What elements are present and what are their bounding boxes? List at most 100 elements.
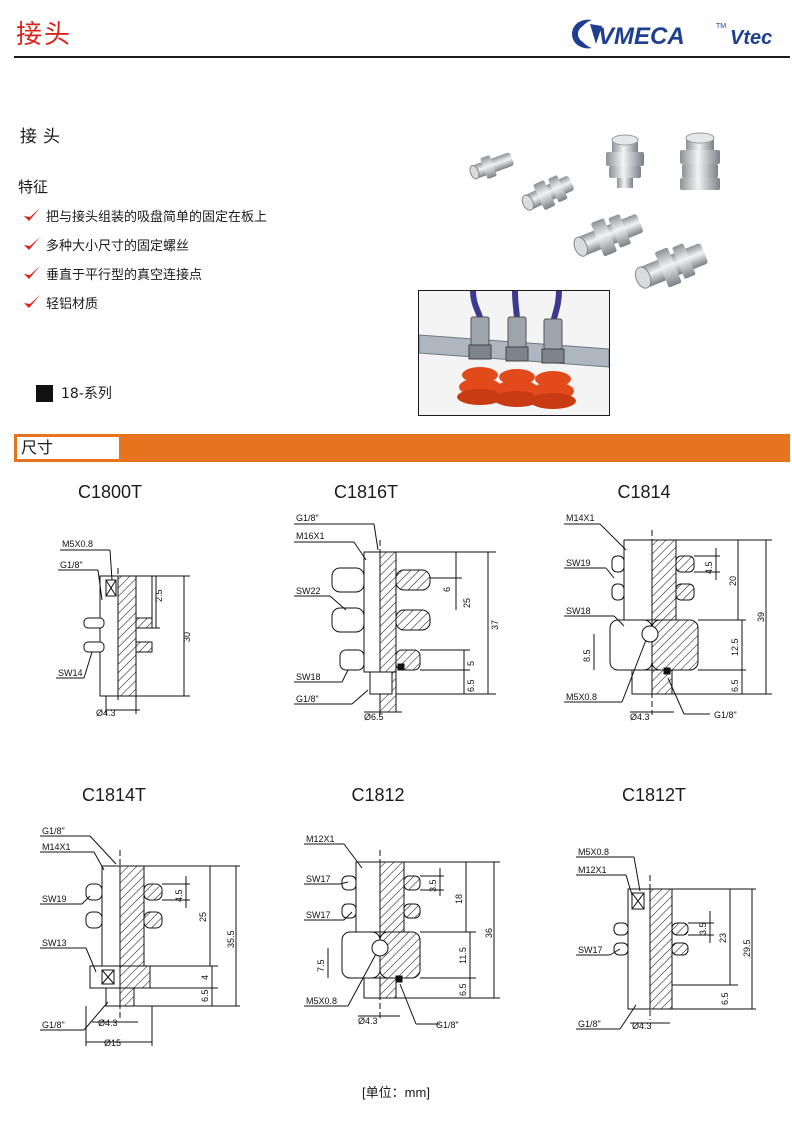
callout-label: G1/8" <box>60 560 83 570</box>
dimension-label: 12.5 <box>730 638 740 656</box>
dimension-label: 6.5 <box>720 992 730 1005</box>
callout-label: M12X1 <box>578 865 607 875</box>
fitting-upright-1 <box>606 134 644 188</box>
product-heading: 接头 <box>20 127 66 147</box>
list-item: 多种大小尺寸的固定螺丝 <box>22 235 267 264</box>
callout-label: G1/8" <box>578 1019 601 1029</box>
application-photo <box>418 290 610 416</box>
dimension-label: 35.5 <box>226 930 236 948</box>
vacuum-unit <box>494 291 540 407</box>
dimension-label: 18 <box>454 894 464 904</box>
diameter-label: Ø4.3 <box>96 708 116 718</box>
callout-label: M5X0.8 <box>578 847 609 857</box>
callout-label: G1/8" <box>42 1020 65 1030</box>
dimension-label: 36 <box>484 928 494 938</box>
model-title-c1812: C1812 <box>351 785 405 805</box>
page-title: 接头 <box>16 20 73 50</box>
drawing-c1800t: M5X0.8 G1/8" SW14 2.5 30 Ø4.3 <box>56 539 192 718</box>
logo-main-text: VMECA <box>598 23 685 50</box>
dimension-label: 25 <box>462 598 472 608</box>
callout-label: SW17 <box>306 874 331 884</box>
callout-label: M16X1 <box>296 531 325 541</box>
model-title-c1800t: C1800T <box>77 482 143 502</box>
callout-label: M5X0.8 <box>566 692 597 702</box>
fitting-small <box>469 152 514 180</box>
diameter-label: Ø4.3 <box>632 1021 652 1031</box>
section-band <box>14 434 790 462</box>
drawing-c1816t: G1/8" M16X1 SW22 SW18 G1/8" 6 25 37 5 6.… <box>294 513 500 722</box>
feature-list: 把与接头组装的吸盘简单的固定在板上 多种大小尺寸的固定螺丝 垂直于平行型的真空连… <box>22 206 267 322</box>
list-item: 把与接头组装的吸盘简单的固定在板上 <box>22 206 267 235</box>
dimension-label: 4.5 <box>704 561 714 574</box>
callout-label: SW22 <box>296 586 321 596</box>
dimension-label: 20 <box>728 576 738 586</box>
checkmark-icon <box>24 237 40 250</box>
drawing-c1814: M14X1 SW19 SW18 M5X0.8 G1/8" 4.5 20 39 1… <box>564 513 772 722</box>
drawing-c1814t: G1/8" M14X1 SW19 SW13 G1/8" 4.5 25 35.5 … <box>40 826 240 1048</box>
swirl-logo-icon <box>572 19 602 49</box>
fitting-large-2 <box>634 243 708 289</box>
dimension-label: 11.5 <box>458 947 468 964</box>
fitting-upright-2 <box>680 132 720 190</box>
features-title: 特征 <box>18 178 49 196</box>
dimension-label: 8.5 <box>582 649 592 662</box>
model-title-c1814: C1814 <box>617 482 671 502</box>
callout-label: SW19 <box>566 558 591 568</box>
callout-label: SW17 <box>578 945 603 955</box>
brand-logo: VMECA TM Vtec <box>572 19 772 50</box>
dimension-label: 3.5 <box>428 879 438 892</box>
logo-second-text: Vtec <box>730 27 772 49</box>
callout-label: G1/8" <box>42 826 65 836</box>
logo-tm: TM <box>716 23 726 30</box>
dimension-label: 37 <box>490 620 500 630</box>
dimension-label: 6.5 <box>730 679 740 692</box>
callout-label: G1/8" <box>714 710 737 720</box>
diameter-label: Ø6.5 <box>364 712 384 722</box>
header-divider <box>14 56 790 58</box>
diameter-label: Ø4.3 <box>98 1018 118 1028</box>
drawing-c1812: M12X1 SW17 SW17 M5X0.8 G1/8" 3.5 18 36 1… <box>304 834 500 1030</box>
callout-label: M14X1 <box>566 513 595 523</box>
model-title-c1816t: C1816T <box>333 482 399 502</box>
dimension-label: 3.5 <box>698 922 708 935</box>
callout-label: G1/8" <box>296 694 319 704</box>
callout-label: SW18 <box>296 672 321 682</box>
dimension-label: 6 <box>442 587 452 592</box>
square-bullet-icon <box>36 384 53 402</box>
checkmark-icon <box>24 295 40 308</box>
dimension-label: 29.5 <box>742 939 752 957</box>
vacuum-unit <box>530 291 576 409</box>
fittings-photo <box>469 132 720 289</box>
unit-note: [单位：mm] <box>362 1085 430 1100</box>
fitting-large-1 <box>573 214 643 257</box>
dimension-label: 6.5 <box>458 983 468 996</box>
model-title-c1814t: C1814T <box>81 785 147 805</box>
checkmark-icon <box>24 266 40 279</box>
dimension-label: 7.5 <box>316 959 326 972</box>
callout-label: SW18 <box>566 606 591 616</box>
callout-label: SW17 <box>306 910 331 920</box>
callout-label: G1/8" <box>436 1020 459 1030</box>
dimension-label: 25 <box>198 912 208 922</box>
dimension-label: 30 <box>182 632 192 642</box>
callout-label: M12X1 <box>306 834 335 844</box>
callout-label: M5X0.8 <box>62 539 93 549</box>
diameter-label: Ø15 <box>104 1038 121 1048</box>
callout-label: SW13 <box>42 938 67 948</box>
dimension-label: 4 <box>200 975 210 980</box>
dimension-label: 2.5 <box>154 589 164 602</box>
dimension-label: 4.5 <box>174 889 184 902</box>
dimension-label: 5 <box>466 661 476 666</box>
dimension-label: 6.5 <box>466 679 476 692</box>
series-label: 18-系列 <box>36 383 112 403</box>
section-label: 尺寸 <box>17 437 119 459</box>
callout-label: M14X1 <box>42 842 71 852</box>
list-item: 垂直于平行型的真空连接点 <box>22 264 267 293</box>
vacuum-unit <box>457 291 503 405</box>
dimension-label: 39 <box>756 612 766 622</box>
drawing-c1812t: M5X0.8 M12X1 SW17 G1/8" 3.5 23 29.5 6.5 … <box>576 847 756 1031</box>
fitting-medium <box>521 175 574 211</box>
list-item: 轻铝材质 <box>22 293 267 322</box>
dimension-label: 23 <box>718 933 728 943</box>
callout-label: SW14 <box>58 668 83 678</box>
